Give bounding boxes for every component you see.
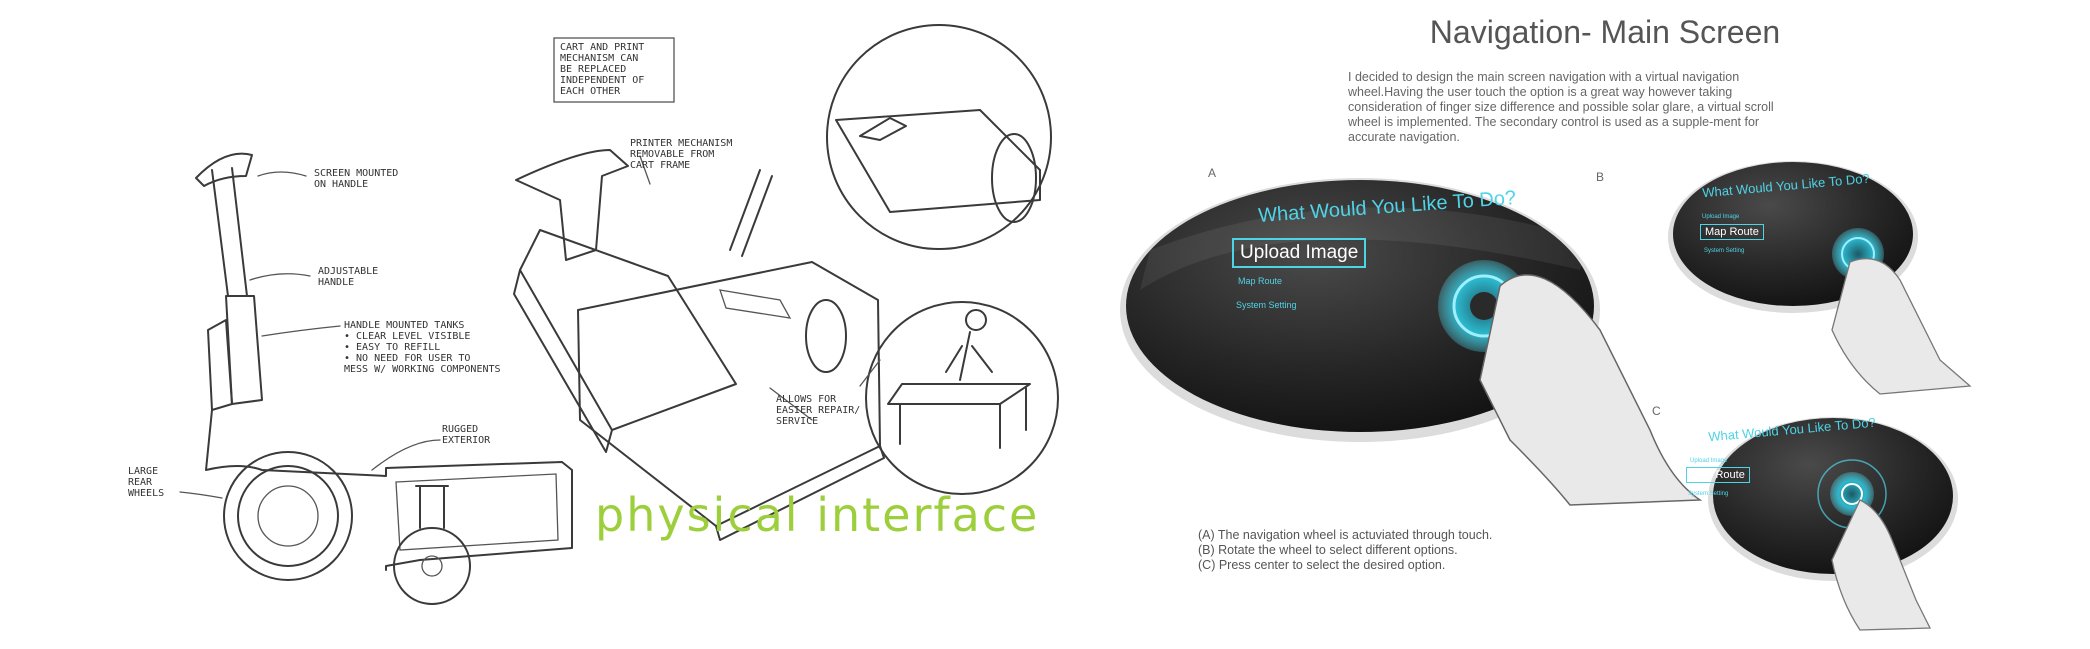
hand-a bbox=[1479, 274, 1703, 506]
screen-c-map-route[interactable]: Map Route bbox=[1686, 467, 1750, 483]
handle-pole bbox=[211, 167, 248, 297]
screen-c-system-setting[interactable]: System Setting bbox=[1688, 491, 1729, 497]
screen-on-handle bbox=[195, 152, 253, 187]
nav-title: Navigation- Main Screen bbox=[1429, 14, 1781, 50]
printer-paper bbox=[515, 149, 629, 261]
screen-a-system-setting[interactable]: System Setting bbox=[1236, 300, 1297, 310]
physical-interface-title: physical interface bbox=[595, 488, 1040, 542]
instruction-c: (C) Press center to select the desired o… bbox=[1198, 558, 1446, 572]
screen-a-upload-image[interactable]: Upload Image bbox=[1232, 238, 1367, 268]
printer-mechanism bbox=[519, 229, 737, 431]
screen-c bbox=[1708, 417, 1958, 631]
note-cart-print: CART AND PRINT MECHANISM CAN BE REPLACED… bbox=[560, 42, 645, 97]
cart-wheel bbox=[805, 299, 847, 373]
nav-description: I decided to design the main screen navi… bbox=[1348, 70, 1774, 144]
sketch-panel: SCREEN MOUNTED ON HANDLE ADJUSTABLE HAND… bbox=[128, 24, 1059, 605]
caster-wheel bbox=[393, 527, 471, 605]
note-rear-wheels: LARGE REAR WHEELS bbox=[128, 466, 165, 499]
screen-a-map-route[interactable]: Map Route bbox=[1238, 276, 1283, 286]
instruction-b: (B) Rotate the wheel to select different… bbox=[1198, 543, 1458, 557]
cart-body bbox=[205, 409, 573, 571]
cart-panel bbox=[395, 473, 559, 551]
note-screen-mounted: SCREEN MOUNTED ON HANDLE bbox=[314, 168, 399, 190]
label-b: B bbox=[1596, 170, 1605, 184]
note-adjustable-handle: ADJUSTABLE HANDLE bbox=[318, 266, 379, 288]
nav-instructions: (A) The navigation wheel is actuviated t… bbox=[1198, 528, 1492, 573]
nav-panel: Navigation- Main Screen I decided to des… bbox=[1080, 0, 2090, 649]
screen-c-upload-image[interactable]: Upload Image bbox=[1690, 458, 1728, 464]
hand-b bbox=[1831, 257, 1972, 395]
detail-circle-service bbox=[865, 301, 1059, 495]
screen-b-system-setting[interactable]: System Setting bbox=[1704, 248, 1745, 254]
note-rugged-exterior: RUGGED EXTERIOR bbox=[442, 424, 491, 446]
note-printer-removable: PRINTER MECHANISM REMOVABLE FROM CART FR… bbox=[630, 138, 733, 171]
screen-b-map-route[interactable]: Map Route bbox=[1700, 224, 1764, 240]
screen-a bbox=[1120, 178, 1703, 506]
hand-c bbox=[1831, 499, 1932, 631]
screen-b-upload-image[interactable]: Upload Image bbox=[1702, 214, 1740, 220]
label-c: C bbox=[1652, 404, 1661, 418]
sketch-drawing bbox=[179, 24, 1059, 605]
label-a: A bbox=[1208, 166, 1217, 180]
rear-wheel bbox=[223, 451, 353, 581]
screen-b bbox=[1668, 161, 1972, 395]
screens-drawing bbox=[1120, 161, 1972, 631]
detail-circle-latch bbox=[826, 24, 1052, 250]
instruction-a: (A) The navigation wheel is actuviated t… bbox=[1198, 528, 1493, 542]
note-easier-repair: ALLOWS FOR EASIER REPAIR/ SERVICE bbox=[776, 394, 861, 427]
tank-side bbox=[207, 319, 233, 411]
note-handle-tanks: HANDLE MOUNTED TANKS • CLEAR LEVEL VISIB… bbox=[344, 320, 501, 375]
